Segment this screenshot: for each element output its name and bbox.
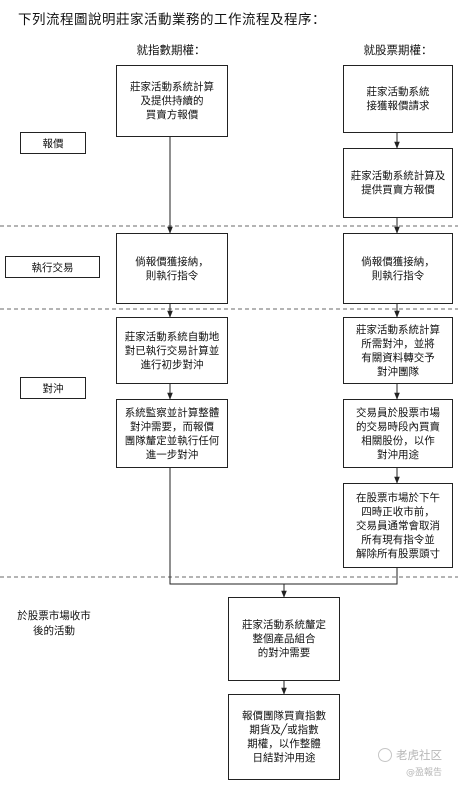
box-stock-hedge-calc: 莊家活動系統計算 所需對沖，並將 有關資料轉交予 對沖團隊 [343,317,453,384]
stage-label-execute: 執行交易 [5,256,100,278]
watermark-sub-text: @盈報告 [405,768,442,778]
box-stock-request: 莊家活動系統 接獲報價請求 [343,65,453,133]
box-end-of-day-hedge: 報價團隊買賣指數 期貨及╱或指數 期權，以作整體 日結對沖用途 [228,694,340,780]
watermark-main-text: 老虎社区 [396,748,442,762]
connector-f-hedge2-merge [169,468,284,585]
box-stock-hedge-trade: 交易員於股票市場 的交易時段內買賣 相關股份，以作 對沖用途 [343,399,453,468]
box-portfolio-hedge-needs: 莊家活動系統釐定 整個產品組合 的對沖需要 [228,597,340,681]
box-stock-quote: 莊家活動系統計算及 提供買賣方報價 [343,148,453,218]
box-stock-close-positions: 在股票市場於下午 四時正收市前， 交易員通常會取消 所有現有指令並 解除所有股票… [343,483,453,568]
tiger-logo-icon [378,748,392,762]
stage-label-quote: 報價 [20,132,86,154]
box-index-quote: 莊家活動系統計算 及提供持續的 買賣方報價 [116,65,228,137]
column-header-index-options: 就指數期權： [136,43,206,57]
intro-text: 下列流程圖說明莊家活動業務的工作流程及程序： [18,12,326,28]
stage-label-hedge: 對沖 [20,377,86,399]
box-index-hedge-initial: 莊家活動系統自動地 對已執行交易計算並 進行初步對沖 [116,317,228,384]
box-index-hedge-further: 系統監察並計算整體 對沖需要，而報價 團隊釐定並執行任何 進一步對沖 [116,399,228,468]
watermark: 老虎社区 @盈報告 [378,747,442,778]
box-stock-execute: 倘報價獲接納， 則執行指令 [343,233,453,304]
box-index-execute: 倘報價獲接納， 則執行指令 [116,233,228,304]
column-header-stock-options: 就股票期權： [363,43,433,57]
connector-s-hedge3-merge [284,568,398,585]
stage-label-after-market: 於股票市場收市 後的活動 [17,610,91,637]
